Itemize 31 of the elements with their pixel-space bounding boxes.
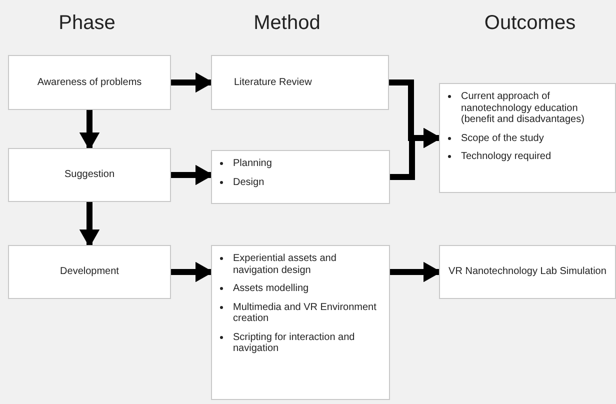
process-box — [211, 245, 390, 400]
box-label: Suggestion — [64, 169, 115, 181]
bullet-text: Design — [233, 176, 264, 188]
arrow — [79, 202, 100, 248]
process-box — [439, 83, 616, 193]
column-heading: Outcomes — [483, 11, 577, 36]
bullet-text: Multimedia and VR Environment creation — [233, 302, 378, 324]
arrow — [171, 262, 214, 282]
process-box — [8, 148, 171, 202]
process-box — [8, 55, 171, 110]
process-box — [8, 245, 171, 299]
bullet-text: Current approach of nanotechnology education (benefit and disadvantages) — [461, 91, 586, 126]
bullet-text: Scripting for interaction and navigation — [233, 332, 356, 354]
box-label: Literature Review — [234, 76, 313, 88]
box-label: Development — [60, 266, 119, 278]
arrow — [390, 262, 442, 282]
bullet-text: Assets modelling — [233, 283, 309, 294]
process-box — [439, 245, 616, 299]
box-label: VR Nanotechnology Lab Simulation — [448, 266, 606, 278]
box-label: Awareness of problems — [37, 76, 142, 88]
bullet-text: Planning — [233, 158, 272, 170]
process-box — [211, 55, 389, 110]
bullet-text: Technology required — [461, 151, 552, 162]
arrow — [79, 110, 100, 150]
arrow — [171, 164, 214, 186]
bullet-text: Experiential assets and navigation design — [233, 253, 338, 276]
bullet-text: Scope of the study — [461, 132, 544, 144]
column-heading: Phase — [58, 11, 116, 36]
arrow — [171, 72, 214, 93]
process-box — [211, 150, 390, 204]
column-heading: Method — [252, 11, 322, 36]
